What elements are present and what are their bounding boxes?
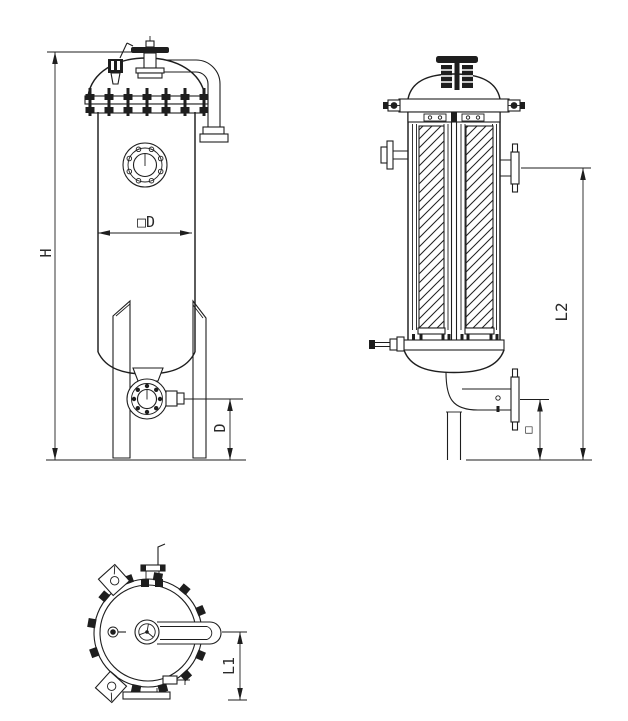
drain-fitting xyxy=(369,336,405,352)
tube-sheet xyxy=(407,111,501,123)
top-drain-valve xyxy=(162,675,190,685)
dimension-L2: L2 xyxy=(521,167,591,460)
top-vent-valve xyxy=(140,543,166,587)
cartridge-feet xyxy=(412,334,499,341)
vent-valve xyxy=(108,42,134,85)
outlet-flange xyxy=(510,376,520,423)
support-lug-top xyxy=(97,563,131,597)
base-bar xyxy=(122,691,171,700)
section-view: L2 □ xyxy=(369,56,592,461)
dimension-diameter: □D xyxy=(98,213,192,236)
inlet-nozzle xyxy=(500,143,520,193)
flange-lug-right xyxy=(507,99,525,112)
manway-flange xyxy=(122,142,168,188)
dim-label-diameter: □D xyxy=(137,213,155,231)
front-view: H xyxy=(37,36,246,461)
center-hub xyxy=(134,619,160,645)
top-view: L1 xyxy=(87,543,247,704)
dimension-outlet-D: D xyxy=(184,398,243,460)
bottom-tube-plate xyxy=(403,339,505,351)
bottom-outlet-flange xyxy=(126,367,185,420)
section-dome xyxy=(407,73,501,100)
support-lug-bottom xyxy=(94,670,128,704)
dimension-L1: L1 xyxy=(220,631,247,701)
outlet-elbow xyxy=(445,368,520,460)
side-plug xyxy=(165,390,178,407)
dim-label-L1: L1 xyxy=(220,657,238,675)
flange-lug-left xyxy=(383,99,401,112)
section-cover-flange xyxy=(398,98,510,113)
t-handle xyxy=(436,56,478,90)
dim-label-H: H xyxy=(37,248,55,257)
section-bottom-head xyxy=(403,349,505,374)
top-nozzle-and-elbow xyxy=(131,36,229,143)
dim-label-L2: L2 xyxy=(552,302,571,321)
dimension-outlet-short: □ xyxy=(520,399,549,460)
support-legs xyxy=(112,299,207,459)
dim-label-outlet: □ xyxy=(521,426,535,433)
top-outlet-pipe xyxy=(157,621,222,645)
gauge-nozzle xyxy=(380,140,408,170)
top-plug-nozzle xyxy=(107,626,126,638)
dim-label-D: D xyxy=(211,423,229,432)
elbow-end-flange xyxy=(202,126,225,135)
swing-bolts xyxy=(85,88,209,116)
